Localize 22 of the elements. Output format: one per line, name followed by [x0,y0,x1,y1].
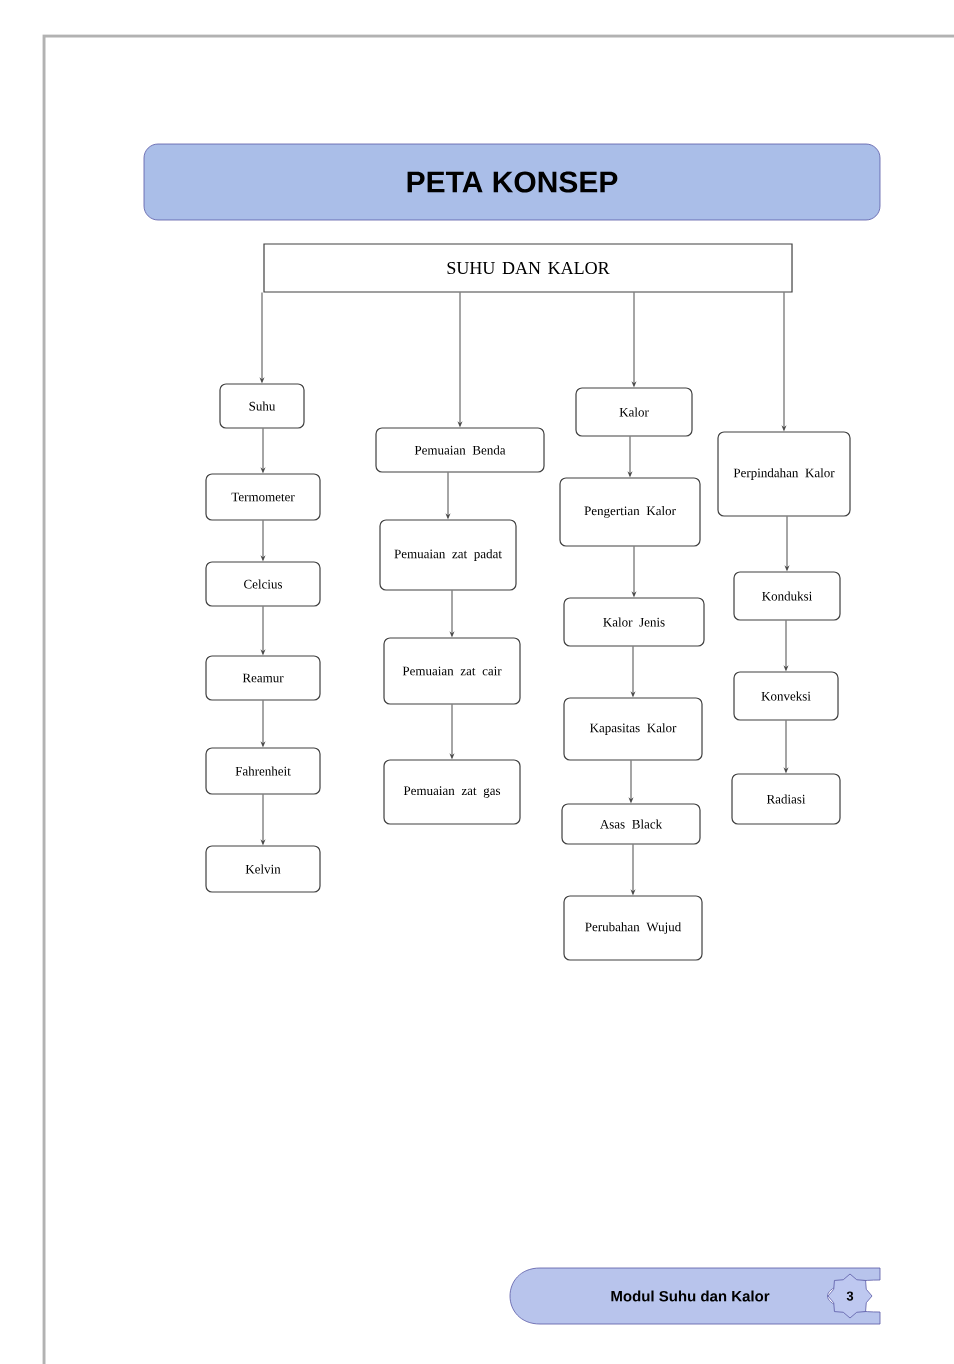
arrow [628,436,632,477]
arrow [632,292,636,387]
arrow [458,292,462,427]
arrow [261,428,265,473]
arrow [446,472,450,519]
arrow [450,590,454,637]
arrow [784,620,788,671]
arrow [784,720,788,773]
arrow [261,700,265,747]
arrow [450,704,454,759]
concept-box: SUHU DAN KALOR [263,243,793,293]
arrow [631,646,635,697]
title-banner: PETA KONSEP [143,143,881,221]
arrow [261,520,265,561]
arrow [782,292,786,431]
arrow [632,546,636,597]
arrow [260,292,264,383]
arrow [631,844,635,895]
arrow [785,516,789,571]
arrow [261,606,265,655]
arrow [629,760,633,803]
arrow [261,794,265,845]
